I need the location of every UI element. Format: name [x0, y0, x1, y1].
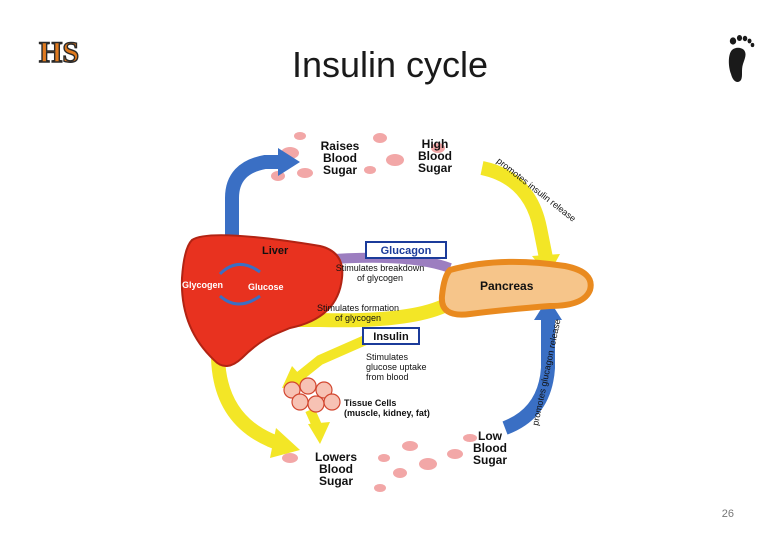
arrow-tissue-to-lowers-head: [308, 422, 330, 444]
stimulates-uptake-line2: glucose uptake: [366, 362, 427, 372]
raises-line1: Raises: [321, 139, 360, 153]
low-line1: Low: [478, 429, 503, 443]
pancreas: [438, 258, 594, 318]
tissue-cells-line1: Tissue Cells: [344, 398, 396, 408]
page-number: 26: [721, 508, 734, 520]
logo-text: HS: [39, 36, 79, 69]
tissue-cells: [283, 377, 341, 413]
glucose-label: Glucose: [248, 282, 284, 292]
glycogen-label: Glycogen: [182, 280, 223, 290]
low-line3: Sugar: [473, 453, 507, 467]
high-line3: Sugar: [418, 161, 452, 175]
raises-line3: Sugar: [323, 163, 357, 177]
insulin-box: [362, 327, 420, 345]
slide-title: Insulin cycle: [291, 44, 489, 85]
arrow-insulin-to-tissue: [296, 333, 373, 380]
stimulates-formation-line1: Stimulates formation: [317, 303, 399, 313]
raises-line2: Blood: [323, 151, 357, 165]
glucagon-box: [365, 241, 447, 259]
insulin-label: Insulin: [373, 331, 409, 343]
lowers-line3: Sugar: [319, 474, 353, 488]
hs-logo: HS: [38, 35, 79, 69]
glucagon-label: Glucagon: [381, 245, 432, 257]
conversion-arrow-top: [218, 263, 261, 276]
liver: [180, 234, 344, 367]
insulin-cycle-diagram: Liver Glycogen Glucose Pancreas Glucagon…: [180, 132, 594, 492]
pancreas-label: Pancreas: [480, 279, 534, 293]
high-line2: Blood: [418, 149, 452, 163]
arrow-liver-to-raises: [225, 155, 280, 256]
arrow-low-to-pancreas: [502, 318, 555, 435]
lowers-line2: Blood: [319, 462, 353, 476]
stimulates-formation-line2: of glycogen: [335, 313, 381, 323]
arrow-liver-to-raises-head: [278, 148, 300, 176]
stimulates-breakdown-line1: Stimulates breakdown: [336, 263, 425, 273]
high-line1: High: [422, 137, 449, 151]
stimulates-uptake-line1: Stimulates: [366, 352, 409, 362]
conversion-arrow-bottom: [219, 294, 261, 306]
arrow-liver-to-lowers-head: [270, 428, 300, 458]
low-line2: Blood: [473, 441, 507, 455]
lowers-line1: Lowers: [315, 450, 357, 464]
stimulates-breakdown-line2: of glycogen: [357, 273, 403, 283]
arrow-high-to-pancreas: [480, 161, 553, 260]
stimulates-uptake-line3: from blood: [366, 372, 409, 382]
tissue-cells-line2: (muscle, kidney, fat): [344, 408, 430, 418]
arrow-liver-to-lowers: [211, 357, 283, 451]
liver-label: Liver: [262, 245, 289, 257]
footprint-icon: [728, 35, 755, 82]
